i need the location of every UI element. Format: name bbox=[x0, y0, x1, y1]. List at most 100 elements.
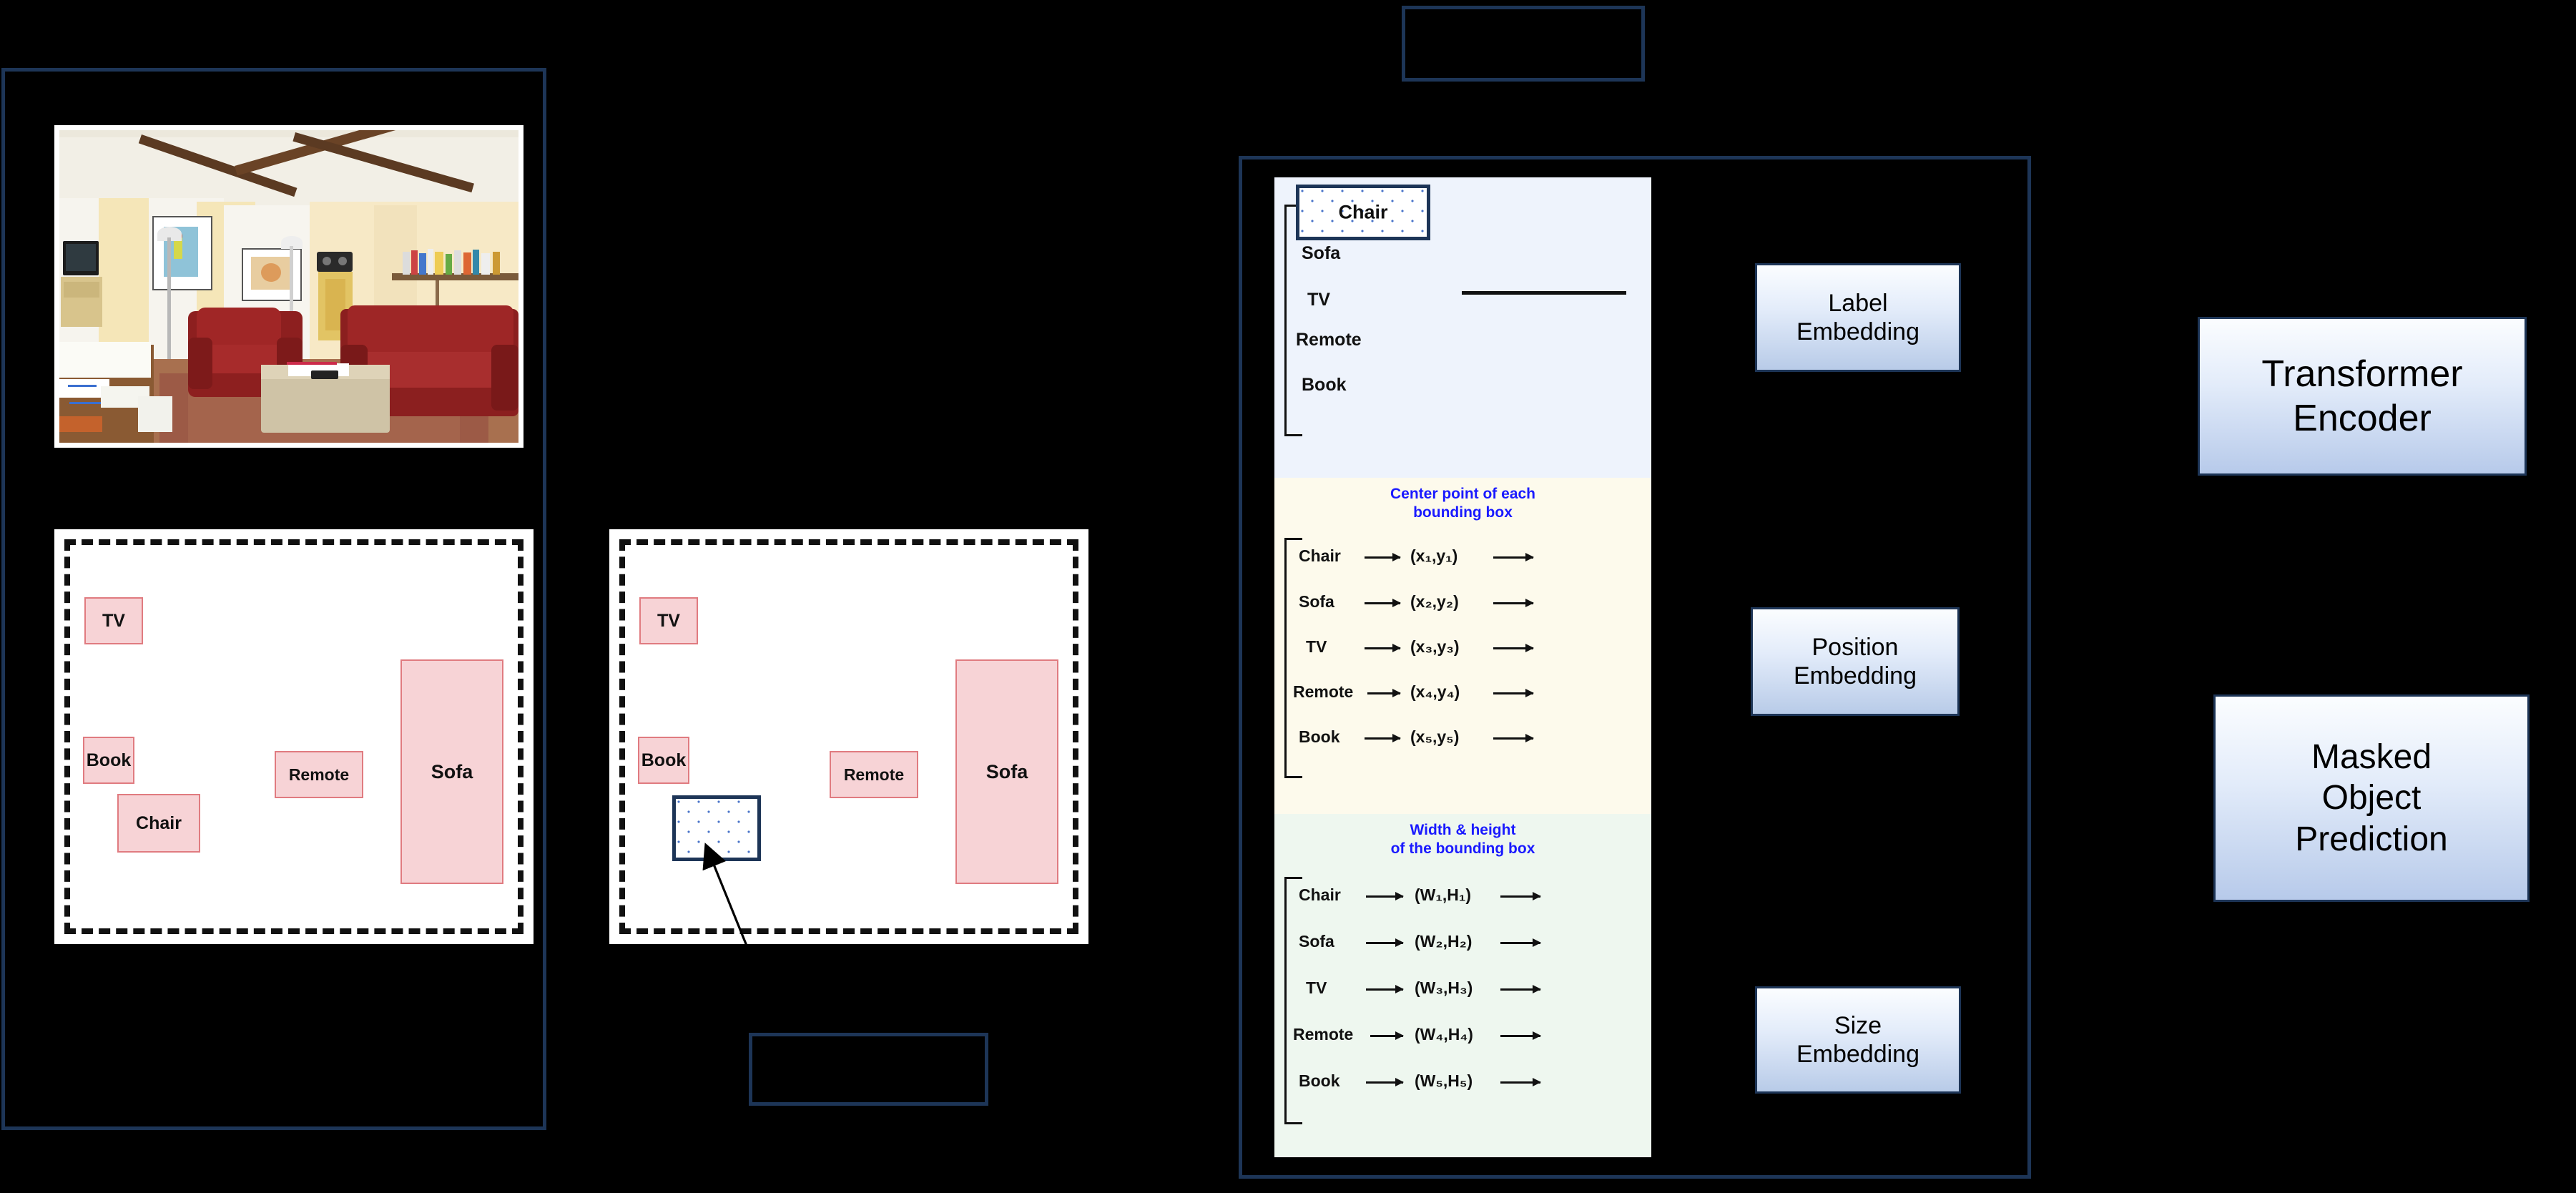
input-scene-panel bbox=[1, 68, 546, 1130]
size-row-value: (W₁,H₁) bbox=[1415, 885, 1472, 904]
caption-box-top bbox=[1402, 6, 1645, 82]
position-row-name: Book bbox=[1299, 727, 1340, 746]
position-row-arrow-in bbox=[1365, 553, 1401, 561]
position-row-name: Sofa bbox=[1299, 592, 1334, 611]
size-row-arrow-in bbox=[1366, 938, 1404, 947]
position-section-title: Center point of each bounding box bbox=[1274, 478, 1651, 521]
object-box-label: Book bbox=[86, 750, 132, 770]
size-row-arrow-in bbox=[1366, 1078, 1404, 1086]
scene-dashed-border bbox=[619, 539, 1078, 934]
size-title-line1: Width & height bbox=[1410, 822, 1516, 838]
size-embedding-box[interactable]: Size Embedding bbox=[1755, 986, 1961, 1094]
position-embedding-line2: Embedding bbox=[1793, 662, 1917, 689]
object-box-label: Chair bbox=[136, 812, 182, 833]
label-to-embedding-connector bbox=[1462, 291, 1626, 295]
encoder-line2: Encoder bbox=[2293, 398, 2432, 439]
position-row-value: (x₄,y₄) bbox=[1410, 682, 1460, 701]
object-box-book[interactable]: Book bbox=[638, 737, 689, 784]
size-row-arrow-in bbox=[1366, 985, 1404, 993]
size-section: Width & height of the bounding box Chair… bbox=[1274, 814, 1651, 1157]
object-box-tv[interactable]: TV bbox=[639, 597, 698, 644]
object-box-label: Sofa bbox=[431, 760, 473, 782]
embedding-pipeline-panel bbox=[1239, 156, 2031, 1179]
position-row-name: Remote bbox=[1293, 682, 1354, 701]
position-row-arrow-in bbox=[1367, 689, 1401, 697]
size-embedding-line2: Embedding bbox=[1796, 1041, 1919, 1068]
position-title-line1: Center point of each bbox=[1390, 486, 1536, 502]
object-box-remote[interactable]: Remote bbox=[275, 751, 363, 798]
caption-box-bottom bbox=[749, 1033, 988, 1106]
object-box-tv[interactable]: TV bbox=[84, 597, 143, 644]
size-row-name: TV bbox=[1306, 978, 1327, 997]
object-box-sofa[interactable]: Sofa bbox=[955, 659, 1058, 884]
position-row-arrow-out bbox=[1493, 553, 1534, 561]
size-row-arrow-in bbox=[1366, 892, 1404, 900]
size-row-name: Book bbox=[1299, 1071, 1340, 1090]
size-row-name: Chair bbox=[1299, 885, 1341, 904]
position-row-value: (x₃,y₃) bbox=[1410, 637, 1460, 656]
position-embedding-box[interactable]: Position Embedding bbox=[1751, 607, 1960, 716]
prediction-line2: Object bbox=[2321, 779, 2422, 818]
position-row-value: (x₂,y₂) bbox=[1410, 592, 1459, 611]
label-embedding-line2: Embedding bbox=[1796, 318, 1919, 345]
object-box-label: Sofa bbox=[985, 760, 1028, 782]
object-box-label: TV bbox=[657, 610, 680, 631]
size-row-arrow-out bbox=[1500, 938, 1541, 947]
prediction-line1: Masked bbox=[2311, 737, 2432, 776]
size-row-arrow-out bbox=[1500, 1031, 1541, 1040]
transformer-encoder-box[interactable]: Transformer Encoder bbox=[2198, 317, 2527, 476]
scene-layout-original: TV Book Chair Remote Sofa bbox=[54, 529, 534, 944]
position-row-arrow-in bbox=[1365, 599, 1401, 607]
feature-extraction-column: Chair Sofa TV Remote Book Center point o… bbox=[1274, 177, 1651, 1157]
position-section-brace bbox=[1284, 538, 1302, 778]
position-row-arrow-out bbox=[1493, 644, 1534, 652]
object-box-label: Remote bbox=[288, 765, 350, 784]
size-row-name: Sofa bbox=[1299, 932, 1334, 951]
masked-label-chair[interactable]: Chair bbox=[1296, 185, 1430, 240]
encoder-line1: Transformer bbox=[2261, 353, 2463, 395]
size-row-value: (W₃,H₃) bbox=[1415, 978, 1473, 997]
size-title-line2: of the bounding box bbox=[1390, 840, 1535, 857]
room-photo-frame bbox=[54, 125, 523, 448]
object-box-sofa[interactable]: Sofa bbox=[400, 659, 503, 884]
label-embedding-box[interactable]: Label Embedding bbox=[1755, 263, 1961, 372]
object-box-label: Book bbox=[641, 750, 687, 770]
position-row-value: (x₅,y₅) bbox=[1410, 727, 1460, 746]
size-section-brace bbox=[1284, 877, 1302, 1124]
size-row-name: Remote bbox=[1293, 1025, 1354, 1044]
position-row-arrow-in bbox=[1365, 644, 1401, 652]
label-item-book: Book bbox=[1302, 375, 1347, 395]
size-section-title: Width & height of the bounding box bbox=[1274, 814, 1651, 858]
masked-label-text: Chair bbox=[1338, 201, 1388, 223]
mask-pointer-arrow bbox=[702, 843, 794, 1059]
object-box-chair[interactable]: Chair bbox=[117, 794, 200, 853]
prediction-line3: Prediction bbox=[2295, 820, 2448, 858]
masked-object-prediction-box[interactable]: Masked Object Prediction bbox=[2213, 694, 2530, 902]
size-row-arrow-out bbox=[1500, 1078, 1541, 1086]
size-row-arrow-in bbox=[1370, 1031, 1404, 1040]
room-photo bbox=[59, 130, 518, 443]
object-box-remote[interactable]: Remote bbox=[830, 751, 918, 798]
label-item-sofa: Sofa bbox=[1302, 243, 1341, 263]
position-row-value: (x₁,y₁) bbox=[1410, 546, 1458, 565]
position-row-arrow-out bbox=[1493, 599, 1534, 607]
label-section-brace bbox=[1284, 205, 1302, 436]
size-row-value: (W₄,H₄) bbox=[1415, 1025, 1473, 1044]
label-item-tv: TV bbox=[1307, 290, 1330, 310]
position-row-arrow-in bbox=[1365, 734, 1401, 742]
size-embedding-line1: Size bbox=[1834, 1011, 1882, 1039]
object-box-book[interactable]: Book bbox=[83, 737, 134, 784]
scene-dashed-border bbox=[64, 539, 523, 934]
size-row-value: (W₅,H₅) bbox=[1415, 1071, 1473, 1090]
position-row-arrow-out bbox=[1493, 734, 1534, 742]
scene-layout-masked: TV Book Remote Sofa bbox=[609, 529, 1088, 944]
label-item-remote: Remote bbox=[1296, 330, 1362, 350]
size-row-value: (W₂,H₂) bbox=[1415, 932, 1473, 951]
size-row-arrow-out bbox=[1500, 985, 1541, 993]
position-row-arrow-out bbox=[1493, 689, 1534, 697]
position-section: Center point of each bounding box Chair … bbox=[1274, 478, 1651, 814]
label-embedding-line1: Label bbox=[1828, 289, 1888, 317]
position-row-name: TV bbox=[1306, 637, 1327, 656]
position-title-line2: bounding box bbox=[1413, 504, 1513, 521]
position-row-name: Chair bbox=[1299, 546, 1341, 565]
